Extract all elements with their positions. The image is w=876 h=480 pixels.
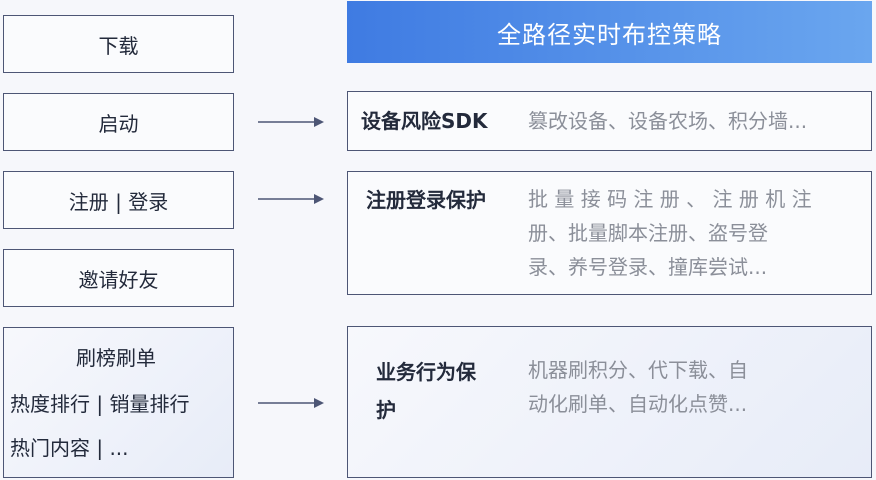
invite-friends-label: 邀请好友 <box>78 267 159 292</box>
device-risk-desc: 篡改设备、设备农场、积分墙... <box>528 109 808 133</box>
launch-box: 启动 <box>3 93 234 151</box>
arrow-icon <box>258 194 324 204</box>
business-behavior-box: 业务行为保 护 机器刷积分、代下载、自 动化刷单、自动化点赞... <box>347 326 872 478</box>
ranking-line-2: 热度排行 | 销量排行 <box>10 392 190 416</box>
ranking-title: 刷榜刷单 <box>76 346 156 370</box>
download-box: 下载 <box>3 15 234 73</box>
invite-friends-box: 邀请好友 <box>3 249 234 307</box>
launch-label: 启动 <box>98 111 139 136</box>
arrow-icon <box>258 398 324 408</box>
arrow-icon <box>258 117 324 127</box>
ranking-line-3: 热门内容 | ... <box>10 436 129 460</box>
register-login-protection-box: 注册登录保护 批 量 接 码 注 册 、 注 册 机 注 册、批量脚本注册、盗号… <box>347 171 872 295</box>
device-risk-box: 设备风险SDK 篡改设备、设备农场、积分墙... <box>347 91 872 151</box>
register-login-protection-title: 注册登录保护 <box>366 188 486 212</box>
business-behavior-title: 业务行为保 护 <box>376 360 476 422</box>
register-login-protection-desc: 批 量 接 码 注 册 、 注 册 机 注 册、批量脚本注册、盗号登 录、养号登… <box>528 187 812 279</box>
register-login-label: 注册 | 登录 <box>68 189 169 214</box>
device-risk-title: 设备风险SDK <box>361 109 488 133</box>
strategy-header-title: 全路径实时布控策略 <box>497 20 722 49</box>
ranking-box: 刷榜刷单 热度排行 | 销量排行 热门内容 | ... <box>3 327 234 478</box>
register-login-box: 注册 | 登录 <box>3 171 234 229</box>
download-label: 下载 <box>98 33 139 58</box>
strategy-header: 全路径实时布控策略 <box>347 1 872 63</box>
business-behavior-desc: 机器刷积分、代下载、自 动化刷单、自动化点赞... <box>528 358 748 416</box>
